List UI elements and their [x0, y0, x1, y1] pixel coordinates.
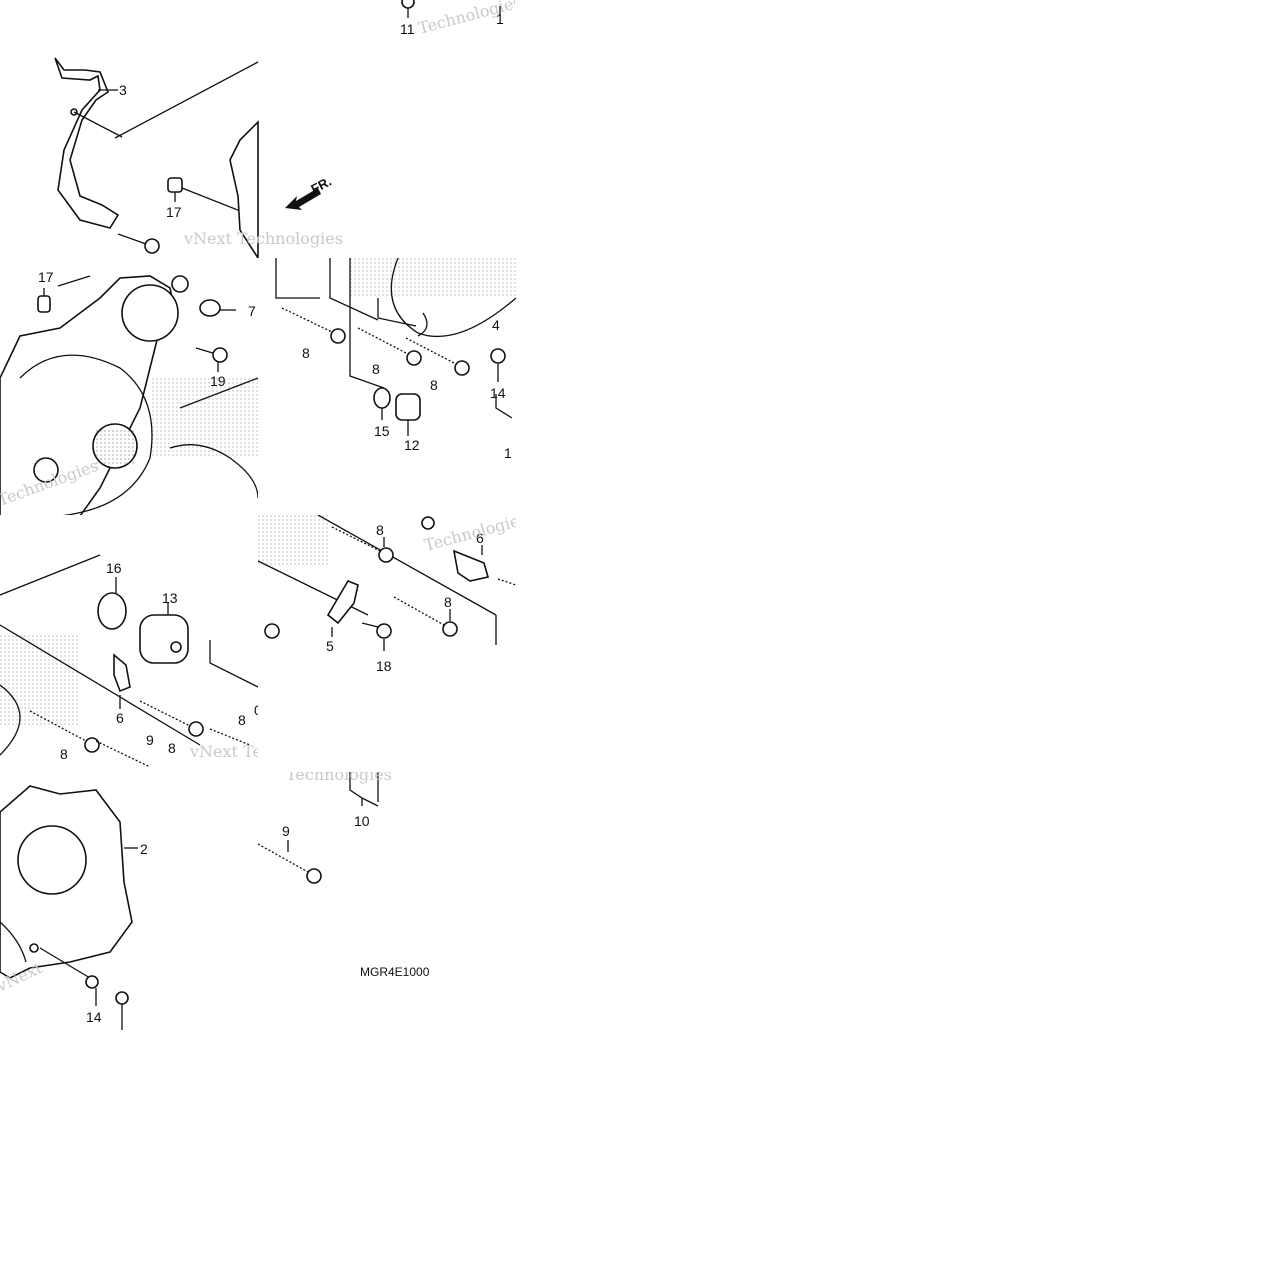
callout-9: 9: [146, 732, 154, 748]
callout-8: 8: [430, 377, 438, 393]
diagram-tile-cover-2: 2 14 vNext: [0, 772, 258, 1030]
callout-14: 14: [86, 1009, 102, 1025]
callout-8: 8: [376, 522, 384, 538]
callout-17-top: 17: [166, 204, 182, 220]
callout-1: 1: [496, 11, 504, 27]
callout-4: 4: [492, 317, 500, 333]
callout-8: 8: [302, 345, 310, 361]
callout-6: 6: [116, 710, 124, 726]
callout-9: 9: [282, 823, 290, 839]
callout-19: 19: [210, 373, 226, 389]
callout-5: 5: [326, 638, 334, 654]
cover-bracket-part: [54, 57, 120, 229]
callout-17: 17: [38, 269, 54, 285]
callout-3: 3: [119, 82, 127, 98]
callout-2: 2: [140, 841, 148, 857]
callout-8: 8: [444, 594, 452, 610]
dowel-pin-part: [167, 177, 183, 193]
callout-10-partial: 1: [504, 445, 512, 461]
diagram-tile-top: FR. 11 1 3 17 vNext Technologies Technol…: [0, 0, 515, 258]
callout-6: 6: [476, 530, 484, 546]
diagram-tile-cover: 17 7 19 Technologies: [0, 258, 258, 516]
callout-12: 12: [404, 437, 420, 453]
callout-13: 13: [162, 590, 178, 606]
callout-10-partial: 0: [254, 702, 258, 718]
watermark: Technologies: [286, 772, 392, 784]
callout-18: 18: [376, 658, 392, 674]
bolt-part: [144, 238, 160, 254]
watermark: Technologies: [422, 515, 516, 555]
front-direction-arrow-icon: [285, 188, 321, 210]
callout-7: 7: [248, 303, 256, 319]
diagram-tile-plug: 16 13 6 8 8 8 9 0 vNext Technologies: [0, 515, 258, 773]
watermark: vNext Technologies: [189, 742, 258, 761]
callout-16: 16: [106, 560, 122, 576]
diagram-tile-bolt-9: 10 9 MGR4E1000 Technologies: [258, 772, 516, 1030]
callout-15: 15: [374, 423, 390, 439]
callout-10: 10: [354, 813, 370, 829]
callout-8: 8: [238, 712, 246, 728]
callout-8: 8: [60, 746, 68, 762]
watermark: vNext Technologies: [183, 229, 343, 248]
diagram-tile-bolts: 8 8 8 14 4 15 12 1: [258, 258, 516, 516]
diagram-tile-brackets: 8 6 8 5 18 Technologies: [258, 515, 516, 773]
callout-14: 14: [490, 385, 506, 401]
diagram-code: MGR4E1000: [360, 965, 430, 979]
callout-11: 11: [400, 21, 415, 37]
callout-8: 8: [168, 740, 176, 756]
callout-8: 8: [372, 361, 380, 377]
